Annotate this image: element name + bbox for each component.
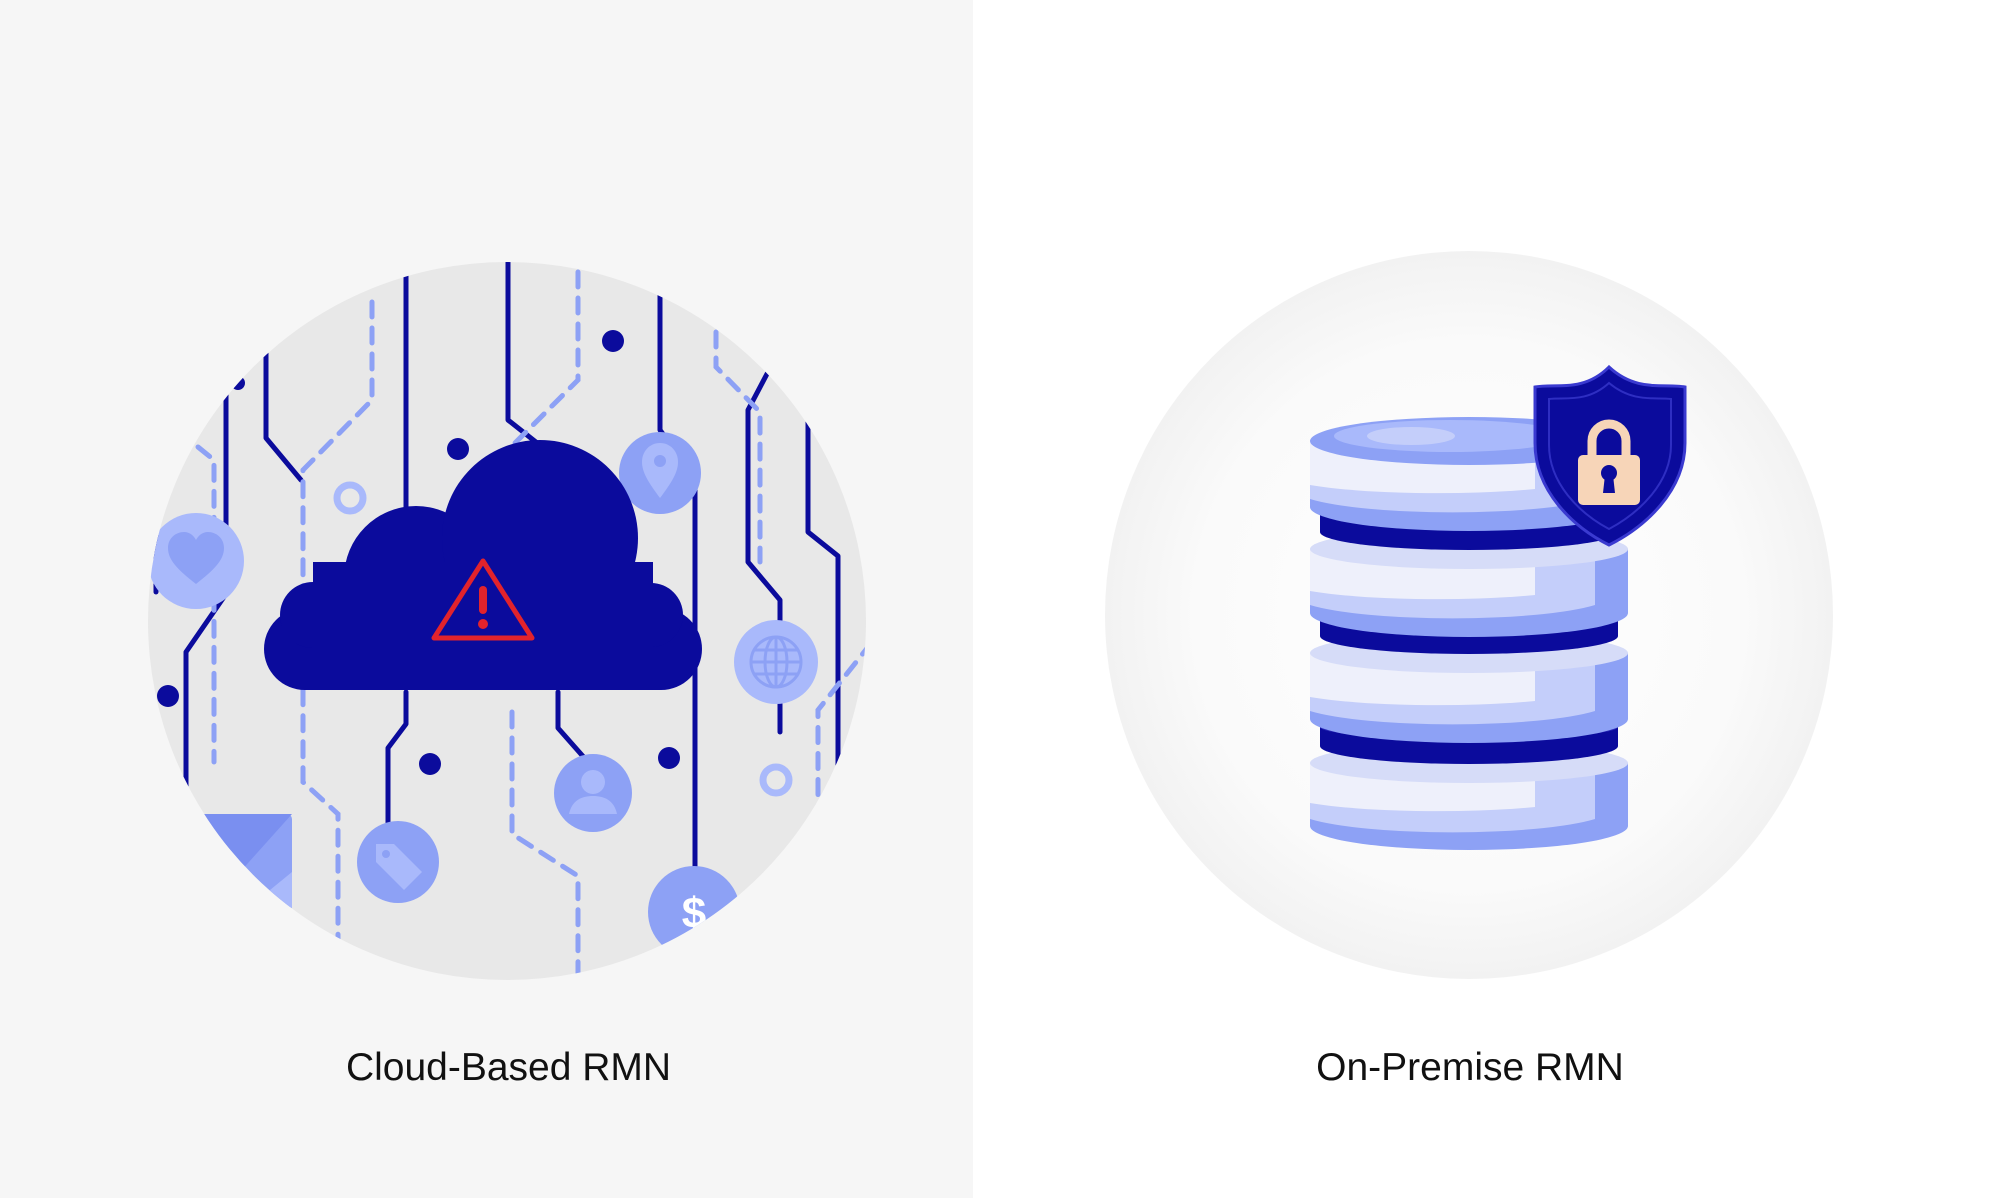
padlock-icon	[1578, 419, 1640, 505]
database-icon	[1310, 417, 1628, 850]
circuit-dots	[157, 330, 680, 775]
heart-icon	[148, 513, 244, 609]
globe-icon	[734, 620, 818, 704]
map-pin-icon	[619, 432, 701, 514]
on-premise-caption: On-Premise RMN	[1316, 1046, 1624, 1089]
envelope-icon	[188, 814, 292, 908]
cloud-network-illustration: $	[148, 262, 866, 980]
cloud-based-caption: Cloud-Based RMN	[345, 1046, 672, 1089]
on-premise-illustration	[1105, 251, 1833, 979]
price-tag-icon	[357, 821, 439, 903]
user-icon	[554, 754, 632, 832]
warning-icon	[431, 558, 535, 641]
dollar-glyph: $	[682, 889, 706, 938]
dollar-icon: $	[648, 866, 740, 958]
circuit-rings	[333, 481, 793, 797]
